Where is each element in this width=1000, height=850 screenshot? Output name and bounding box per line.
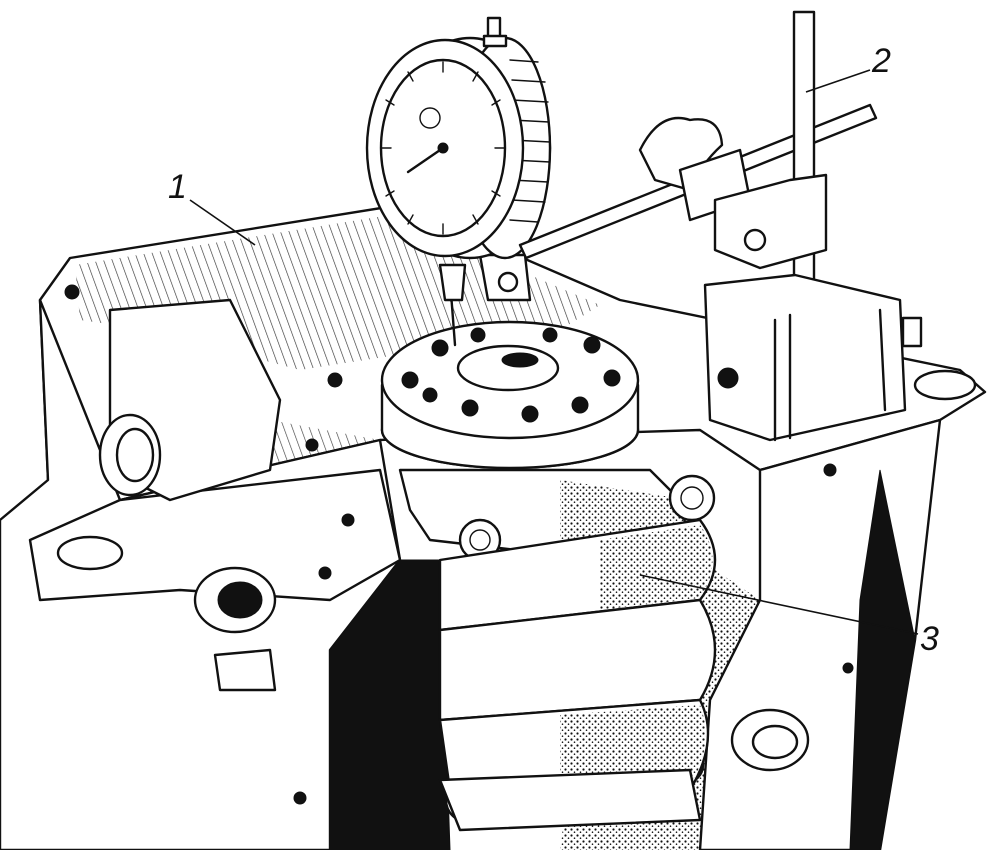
- flange-bolt-hole: [56, 535, 124, 571]
- callout-3-label: 3: [920, 620, 939, 658]
- dial-scale-ticks: [380, 61, 506, 235]
- flange-bolt-holes: [401, 327, 621, 423]
- callout-3: 3: [639, 574, 939, 658]
- dial-indicator: [365, 16, 552, 347]
- indicator-holder: [518, 10, 923, 442]
- callout-2-label: 2: [871, 42, 891, 80]
- callout-1-label: 1: [168, 168, 187, 206]
- flange-hub: [456, 344, 560, 392]
- callout-1: 1: [168, 168, 256, 246]
- crankshaft-assembly: [380, 320, 717, 832]
- side-port: [98, 413, 162, 497]
- holder-base: [703, 273, 907, 442]
- dial-counter: [419, 107, 441, 129]
- callout-2: 2: [805, 42, 891, 93]
- right-flange-hole: [913, 369, 977, 401]
- dial-needle: [406, 146, 445, 174]
